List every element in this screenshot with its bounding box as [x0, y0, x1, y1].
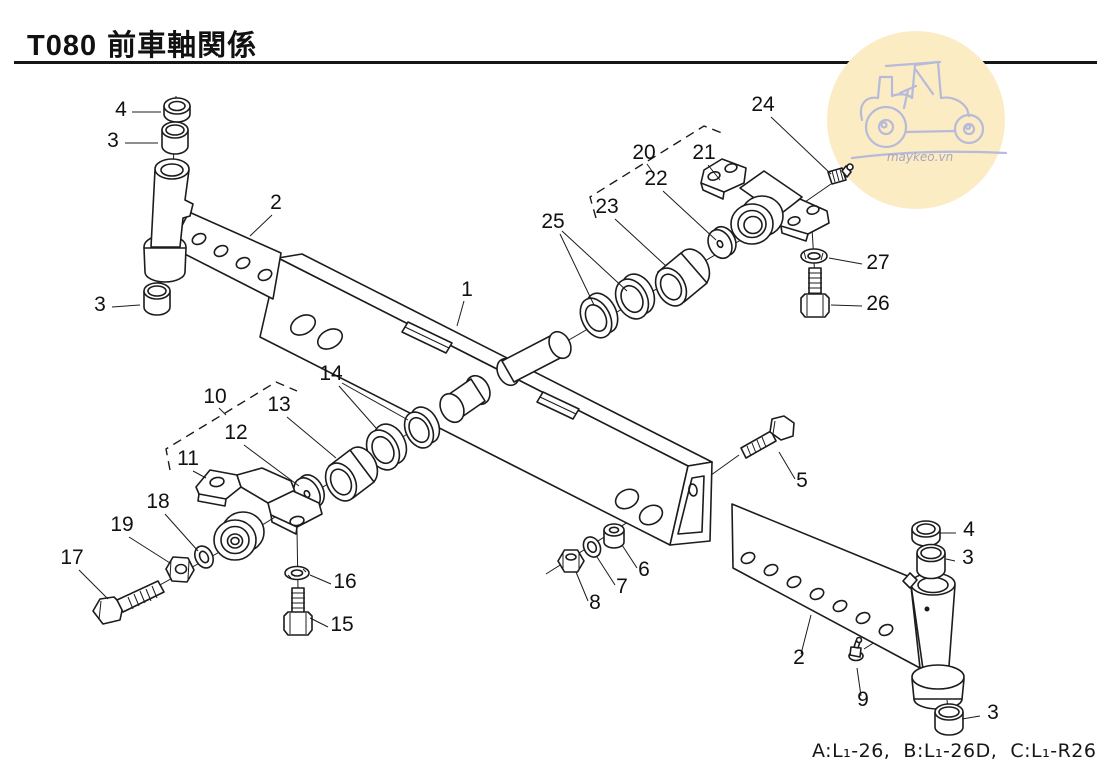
part-label-17: 17	[60, 546, 83, 569]
part-seal-25b	[614, 273, 656, 320]
part-cap-right	[911, 520, 941, 547]
part-label-8: 8	[589, 591, 601, 614]
part-label-15: 15	[330, 613, 353, 636]
part-bushing-13	[324, 446, 379, 502]
part-label-5: 5	[796, 469, 808, 492]
page-title: T080 前車軸関係	[27, 22, 257, 64]
group-brackets	[165, 125, 723, 471]
part-arm-right	[731, 503, 921, 669]
left-kingpin-assembly	[143, 97, 194, 316]
part-label-14: 14	[319, 362, 343, 385]
model-note: A:L₁-26, B:L₁-26D, C:L₁-R26	[812, 740, 1097, 762]
watermark-text: maykeo.vn	[887, 150, 953, 164]
grease-hole	[924, 606, 930, 612]
part-washer-22	[707, 225, 737, 260]
part-bolt-17	[92, 580, 165, 625]
part-labels: 4 3 2 3 24 20 21 22 23 25 27 26 1 14 10 …	[60, 93, 999, 724]
part-label-13: 13	[267, 393, 290, 416]
part-label-9: 9	[857, 688, 869, 711]
part-label-3-right-bottom: 3	[987, 701, 999, 724]
part-label-24: 24	[751, 93, 775, 116]
part-label-18: 18	[146, 490, 169, 513]
part-label-22: 22	[644, 167, 667, 190]
part-seal-25a	[579, 292, 619, 339]
part-label-2-left: 2	[270, 191, 282, 214]
part-label-4-left: 4	[115, 98, 127, 121]
tractor-icon	[850, 60, 1008, 160]
part-label-2-right: 2	[793, 646, 805, 669]
part-nut-8	[557, 549, 585, 573]
part-grease-fitting-9	[848, 636, 864, 662]
part-bolt-15	[283, 587, 313, 636]
front-pivot-pin	[439, 374, 491, 424]
part-bushing-left-top	[161, 121, 189, 155]
right-kingpin-assembly	[848, 520, 965, 736]
leader-lines	[78, 111, 981, 720]
part-label-3-right-top: 3	[962, 546, 974, 569]
part-bracket-21	[700, 158, 830, 245]
watermark-logo: maykeo.vn	[827, 31, 1008, 209]
group-20-bracket	[589, 125, 723, 219]
part-label-16: 16	[333, 570, 356, 593]
part-label-3-left-bottom: 3	[94, 293, 106, 316]
part-label-3-left-top: 3	[107, 129, 119, 152]
rear-pivot-pin	[496, 330, 572, 387]
steering-arm-tab	[902, 572, 918, 589]
part-label-20: 20	[632, 141, 655, 164]
part-arm-left	[170, 211, 282, 300]
part-label-27: 27	[866, 251, 889, 274]
page-title-text: 前車軸関係	[107, 30, 258, 62]
part-spacer-6	[603, 523, 625, 549]
part-lock-washer-27	[800, 248, 828, 264]
part-label-10: 10	[203, 385, 226, 408]
part-label-4-right: 4	[963, 518, 975, 541]
rear-pivot-parts	[579, 158, 854, 339]
part-label-21: 21	[692, 141, 715, 164]
part-label-23: 23	[595, 195, 618, 218]
part-cap-left	[163, 97, 191, 123]
part-label-19: 19	[110, 513, 133, 536]
part-lock-washer-16	[284, 565, 310, 581]
part-bushing-23	[654, 248, 711, 307]
part-label-6: 6	[638, 558, 650, 581]
part-washer-7	[582, 536, 602, 558]
page-title-code: T080	[27, 30, 98, 62]
part-label-12: 12	[224, 421, 247, 444]
beam-end-fasteners	[557, 415, 795, 573]
part-bushing-right-bottom	[934, 703, 964, 736]
watermark-circle	[827, 31, 1005, 209]
part-label-26: 26	[866, 292, 889, 315]
part-label-1: 1	[461, 278, 473, 301]
part-bushing-left-bottom	[143, 282, 171, 316]
part-label-7: 7	[616, 575, 628, 598]
part-bushing-right-top	[916, 543, 946, 580]
part-bolt-5	[740, 415, 795, 459]
title-rule	[14, 61, 1097, 64]
part-washer-18	[194, 545, 214, 569]
part-bracket-11	[195, 467, 323, 561]
part-label-11: 11	[177, 447, 199, 470]
part-bolt-26	[800, 267, 830, 318]
part-seal-14a	[403, 406, 441, 449]
part-nut-19	[165, 556, 195, 583]
front-pivot-parts	[92, 406, 441, 636]
part-grease-fitting-24	[827, 163, 854, 185]
part-label-25: 25	[541, 210, 564, 233]
